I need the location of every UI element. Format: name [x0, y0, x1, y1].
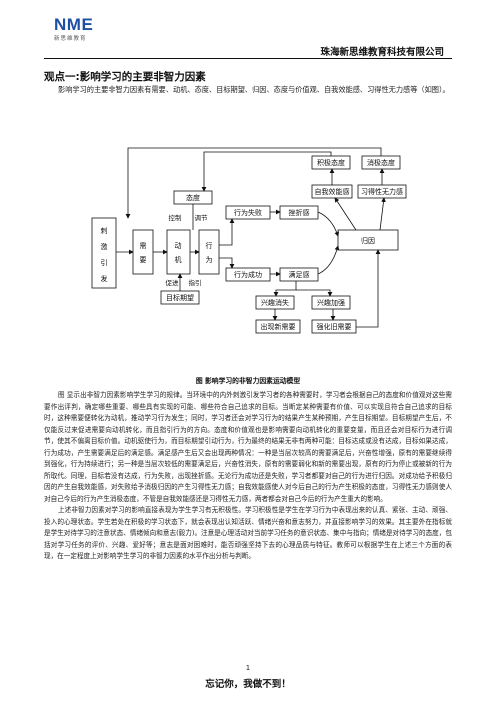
attitude-text: 态度 [186, 193, 200, 202]
box-motive [166, 229, 191, 275]
stimulus-char-1: 刺 [101, 226, 108, 235]
interest-lost-text: 兴趣消失 [261, 298, 289, 307]
page-number: 1 [245, 664, 251, 672]
need-char-1: 需 [140, 242, 147, 250]
motive-char-1: 动 [175, 241, 182, 250]
logo-subtitle: 新思维教育 [54, 36, 87, 42]
body-paragraph-2: 上述非智力因素对学习的影响直接表现为学生学习有无积极性。学习积极性是学生在学习行… [44, 506, 452, 560]
interest-up-text: 兴趣加强 [317, 298, 345, 307]
behavior-char-1: 行 [206, 241, 213, 250]
body-text: 图 显示出非智力因素影响学生学习的规律。当环境中的内外刺激引发学习者的各种需要时… [44, 390, 452, 563]
helpless-text: 习得性无力感 [361, 187, 403, 196]
company-name: 珠海新思维教育科技有限公司 [320, 47, 444, 58]
footer-motto: 忘记你，我做不到！ [205, 679, 291, 690]
new-need-text: 出现新需要 [261, 322, 296, 331]
frustration-text: 挫折感 [289, 208, 310, 217]
box-attribution [337, 229, 399, 251]
section-heading: 观点一:影响学习的主要非智力因素 [44, 71, 206, 83]
body-paragraph-1: 图 显示出非智力因素影响学生学习的规律。当环境中的内外刺激引发学习者的各种需要时… [44, 391, 452, 503]
company-logo: NME 新思维教育 [54, 16, 114, 42]
box-success [225, 267, 271, 282]
box-behavior [198, 229, 220, 275]
label-regulate: 调节 [195, 213, 209, 222]
figure-caption: 图 影响学习的非智力因素运动模型 [195, 377, 301, 385]
motive-char-2: 机 [175, 255, 182, 264]
header-divider [44, 58, 452, 59]
stimulus-char-2: 激 [101, 242, 108, 251]
positive-text: 积极态度 [317, 158, 345, 167]
success-text: 行为成功 [234, 270, 262, 279]
box-new-need [255, 319, 301, 334]
stimulus-char-4: 发 [101, 274, 108, 283]
logo-mark: NME [54, 15, 94, 34]
label-promote: 促进 [166, 278, 180, 287]
strengthen-text: 强化旧需要 [317, 322, 352, 331]
stimulus-char-3: 引 [101, 258, 108, 267]
negative-text: 消极态度 [367, 158, 395, 167]
satisfaction-text: 满足感 [289, 270, 310, 279]
label-guide: 指引 [189, 278, 202, 287]
goal-text: 目标期望 [166, 293, 194, 302]
intro-paragraph: 影响学习的主要非智力因素有需要、动机、态度、目标期望、归因、态度与价值观、自我效… [58, 85, 450, 94]
box-need [132, 229, 154, 275]
fail-text: 行为失败 [234, 208, 262, 217]
behavior-char-2: 为 [206, 255, 213, 264]
box-stimulus [91, 217, 117, 289]
box-fail [225, 205, 271, 220]
attribution-text: 归因 [361, 236, 375, 245]
efficacy-text: 自我效能感 [315, 187, 350, 196]
label-control: 控制 [169, 213, 183, 222]
need-char-2: 要 [140, 256, 147, 264]
